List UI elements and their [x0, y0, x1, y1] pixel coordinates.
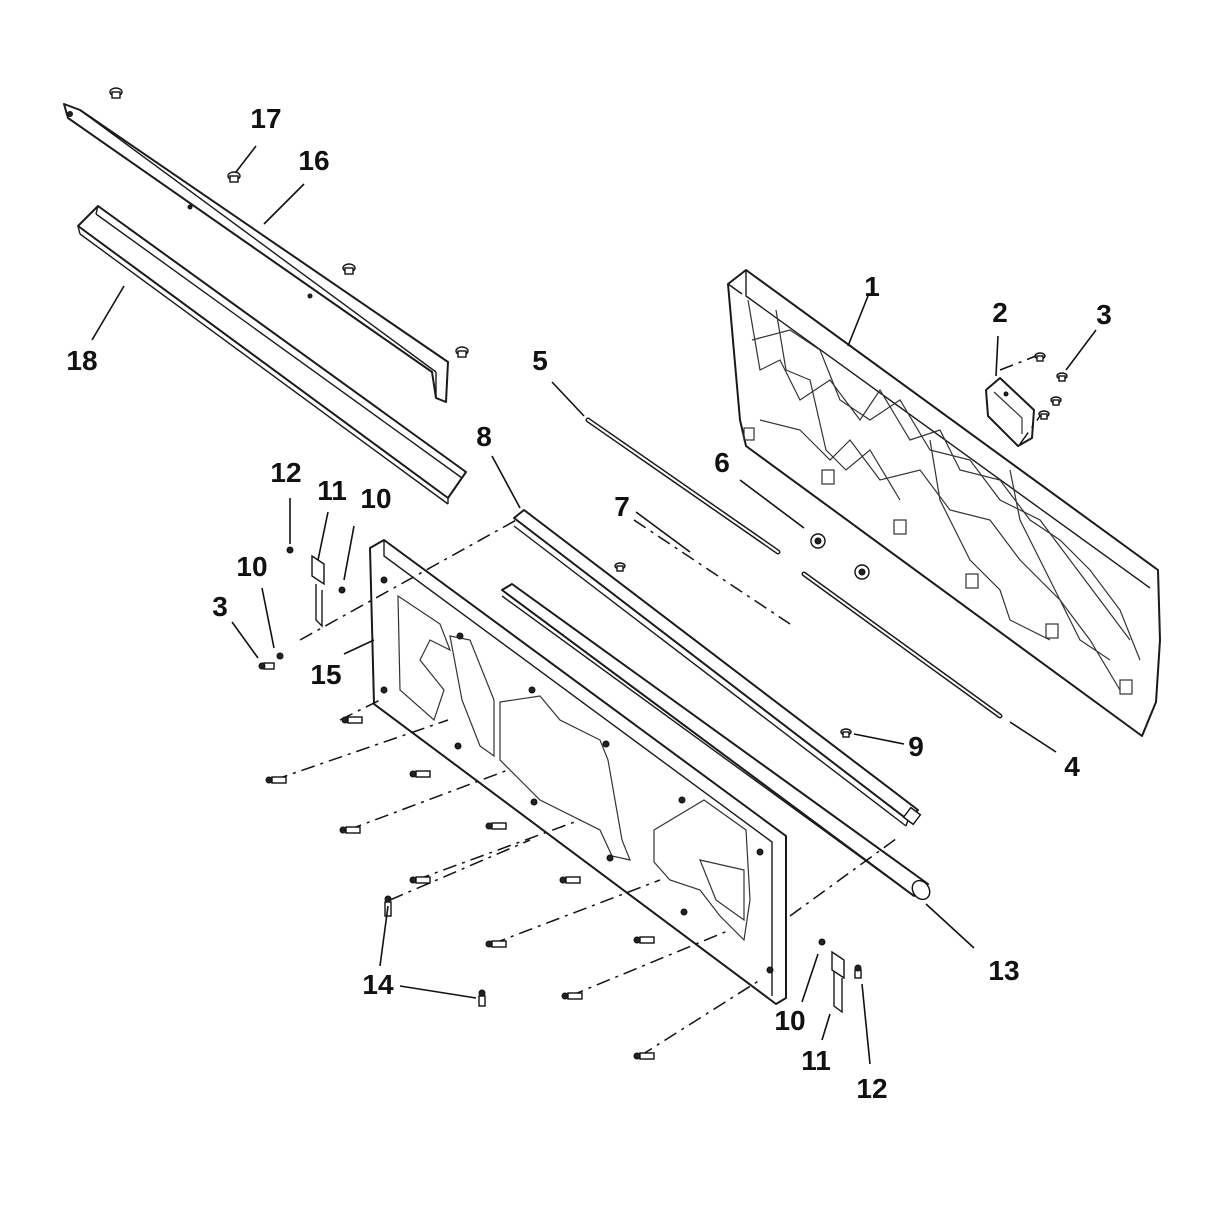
callout-11-right: 11 — [801, 1045, 831, 1076]
leader-lines — [91, 145, 1097, 1065]
part-4-rod — [801, 571, 1003, 719]
right-latch-hardware — [818, 938, 862, 1014]
part-5-rod — [585, 417, 781, 555]
callout-1: 1 — [864, 271, 880, 302]
callout-10-left-low: 10 — [236, 551, 267, 582]
part-13-round-tube — [501, 583, 931, 901]
callout-10-right: 10 — [774, 1005, 805, 1036]
callout-4: 4 — [1064, 751, 1080, 782]
callout-15: 15 — [310, 659, 341, 690]
callout-2: 2 — [992, 297, 1008, 328]
part-9-screws — [614, 562, 852, 738]
callout-18: 18 — [66, 345, 97, 376]
assembly-lines — [273, 517, 901, 1057]
callout-17: 17 — [250, 103, 281, 134]
callout-13: 13 — [988, 955, 1019, 986]
part-7-centerline — [633, 519, 791, 625]
callout-9: 9 — [908, 731, 924, 762]
callout-10-left-high: 10 — [360, 483, 391, 514]
callout-12-left: 12 — [270, 457, 301, 488]
left-latch-hardware — [258, 546, 346, 670]
callout-3-right: 3 — [1096, 299, 1112, 330]
callouts: 1 2 3 3 4 5 6 7 8 9 10 10 10 11 11 12 12… — [66, 103, 1111, 1104]
part-15-inner-panel — [369, 539, 787, 1005]
part-16-top-rail — [63, 103, 449, 403]
callout-14: 14 — [362, 969, 394, 1000]
callout-8: 8 — [476, 421, 492, 452]
part-6-grommets — [810, 533, 870, 580]
part-17-screws — [109, 87, 469, 358]
callout-12-right: 12 — [856, 1073, 887, 1104]
callout-16: 16 — [298, 145, 329, 176]
part-18-foam-strip — [77, 205, 467, 505]
part-3-screws-right — [999, 352, 1068, 445]
callout-11-left: 11 — [317, 475, 347, 506]
part-1-outer-shell — [727, 269, 1161, 737]
part-2-latch-bracket — [985, 377, 1035, 447]
callout-3-left: 3 — [212, 591, 228, 622]
callout-7: 7 — [614, 491, 630, 522]
part-8-square-tube — [513, 509, 922, 827]
callout-5: 5 — [532, 345, 548, 376]
callout-6: 6 — [714, 447, 730, 478]
